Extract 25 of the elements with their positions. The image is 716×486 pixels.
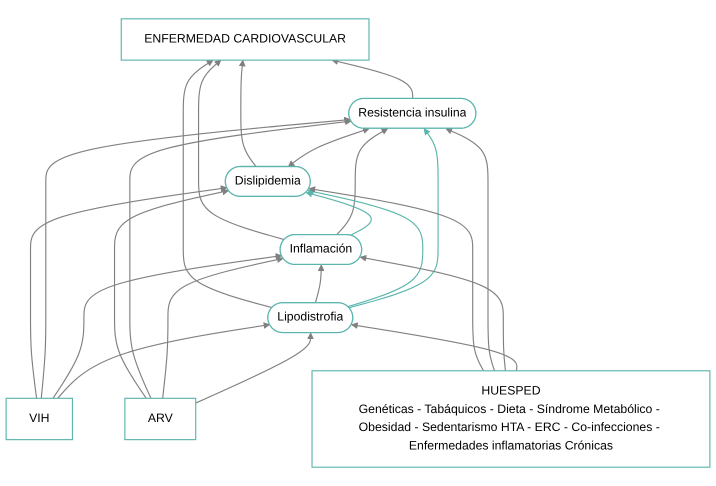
arrow — [196, 332, 314, 404]
node-box: HUESPED Genéticas - Tabáquicos - Dieta - Síndrome Metabólico - Obesidad - Sedentarismo HTA - ERC - Co-infecciones - Enfermedades inflamatorias Crónicas — [311, 370, 710, 468]
node-box: ENFERMEDAD CARDIOVASCULAR — [120, 18, 370, 61]
arrow — [314, 264, 324, 304]
node-box: ARV — [124, 398, 196, 440]
arrow — [129, 118, 352, 399]
arrow — [446, 128, 496, 371]
arrow — [198, 60, 285, 240]
arrow — [348, 128, 439, 308]
arrow — [336, 128, 388, 236]
arrow — [40, 116, 351, 398]
arrow — [182, 60, 272, 308]
arrow — [114, 188, 229, 399]
arrow — [351, 322, 518, 371]
arrow — [52, 253, 282, 399]
arrow — [238, 60, 257, 168]
arrow — [308, 186, 484, 372]
arrow — [308, 188, 424, 308]
arrow — [360, 254, 506, 371]
arrow — [306, 190, 372, 236]
arrow — [30, 185, 228, 398]
node-box: VIH — [6, 398, 73, 440]
arrow — [57, 322, 270, 399]
arrow — [288, 127, 370, 167]
arrow — [162, 256, 284, 398]
